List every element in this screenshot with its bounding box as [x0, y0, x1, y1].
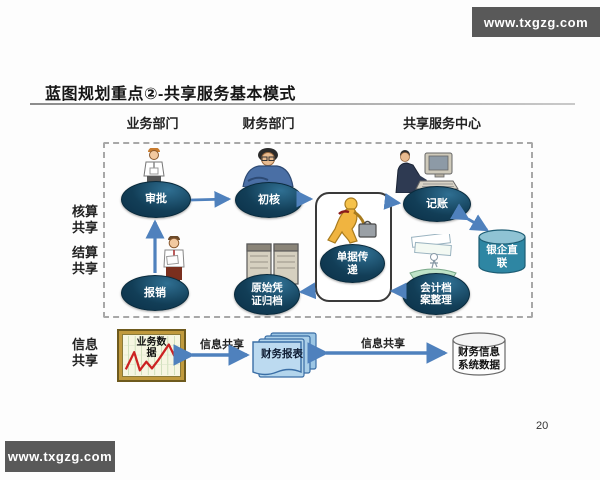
title-divider — [30, 103, 575, 105]
node-reimbursement: 报销 — [121, 275, 189, 311]
line-chart-icon: 业务数 据 — [122, 334, 181, 377]
node-voucher-archiving: 原始凭 证归档 — [234, 274, 300, 315]
node-voucher-archiving-label: 原始凭 证归档 — [251, 282, 283, 307]
node-document-transfer-label: 单据传 递 — [336, 251, 369, 276]
process-region-border — [103, 142, 533, 318]
node-reimbursement-label: 报销 — [144, 286, 166, 299]
row-label-accounting-share: 核算 共享 — [71, 204, 98, 236]
financial-system-cylinder: 财务信息 系统数据 — [450, 332, 508, 377]
business-data-label: 业务数 据 — [136, 337, 167, 359]
node-approval: 审批 — [121, 181, 191, 218]
node-document-transfer: 单据传 递 — [320, 244, 385, 283]
watermark-badge-top: www.txgzg.com — [472, 7, 600, 37]
financial-system-label: 财务信息 系统数据 — [458, 346, 500, 371]
node-archive-sorting-label: 会计档 案整理 — [420, 281, 452, 306]
node-archive-sorting: 会计档 案整理 — [402, 273, 470, 315]
courier-icon — [321, 196, 381, 248]
business-data-chart: 业务数 据 — [117, 329, 186, 382]
document-stack-icon — [252, 332, 317, 378]
row-label-settlement-share: 结算 共享 — [71, 245, 98, 277]
watermark-badge-bottom: www.txgzg.com — [5, 441, 115, 472]
node-bookkeeping: 记账 — [403, 186, 471, 222]
column-header-finance: 财务部门 — [242, 116, 295, 131]
info-share-label-right: 信息共享 — [361, 338, 405, 350]
watermark-text: www.txgzg.com — [7, 449, 113, 464]
bank-link-label: 银企直 联 — [486, 244, 518, 269]
row-label-info-share: 信息 共享 — [71, 337, 98, 369]
column-header-business: 业务部门 — [126, 116, 179, 131]
financial-reports-label: 财务报表 — [261, 348, 303, 360]
bank-link-cylinder: 银企直 联 — [476, 229, 528, 275]
watermark-text: www.txgzg.com — [483, 14, 589, 30]
column-header-shared-center: 共享服务中心 — [402, 116, 481, 131]
page-title: 蓝图规划重点②-共享服务基本模式 — [45, 86, 296, 103]
person-glasses-icon — [238, 147, 298, 187]
node-bookkeeping-label: 记账 — [426, 197, 448, 210]
financial-reports-docs: 财务报表 — [251, 332, 319, 382]
page-number: 20 — [536, 420, 549, 432]
info-share-label-left: 信息共享 — [200, 339, 244, 351]
node-approval-label: 审批 — [145, 193, 167, 206]
person-standing-icon — [138, 148, 170, 184]
node-initial-review-label: 初核 — [258, 193, 280, 206]
node-initial-review: 初核 — [235, 182, 303, 218]
